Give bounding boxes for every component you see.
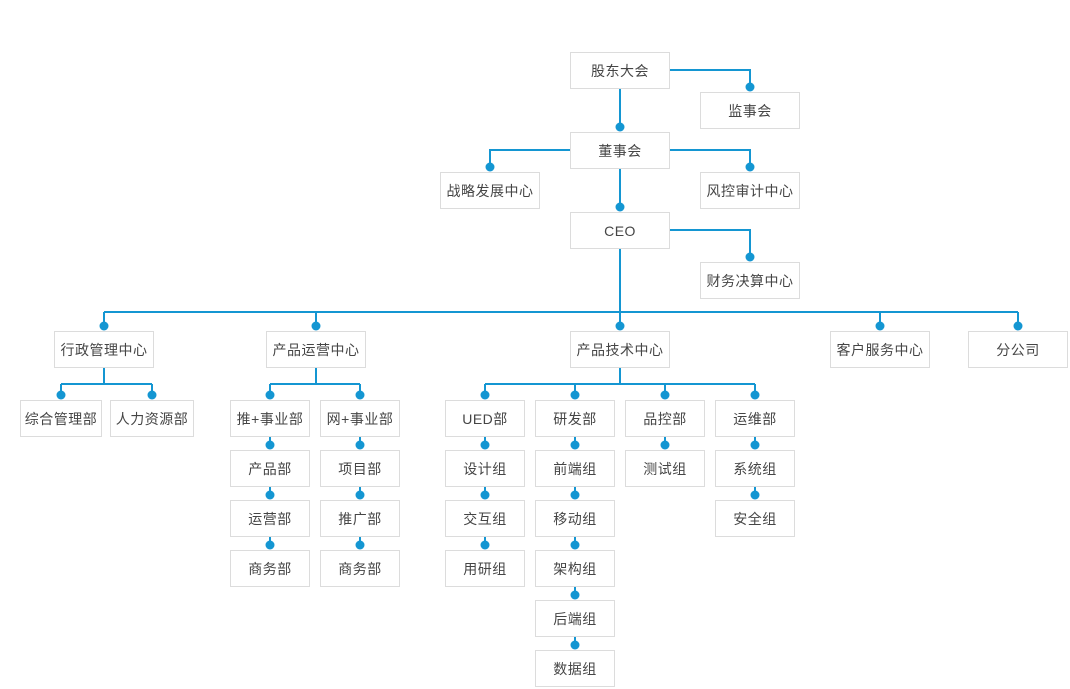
org-node-product-dept: 产品部 bbox=[230, 450, 310, 487]
org-node-supervisory-board: 监事会 bbox=[700, 92, 800, 129]
org-node-customer-service-center: 客户服务中心 bbox=[830, 331, 930, 368]
org-node-business-dept-1: 商务部 bbox=[230, 550, 310, 587]
org-node-wang-division: 网+事业部 bbox=[320, 400, 400, 437]
org-node-strategy-center: 战略发展中心 bbox=[440, 172, 540, 209]
org-node-shareholders-meeting: 股东大会 bbox=[570, 52, 670, 89]
org-node-tui-division: 推+事业部 bbox=[230, 400, 310, 437]
org-node-admin-center: 行政管理中心 bbox=[54, 331, 154, 368]
org-node-product-ops-center: 产品运营中心 bbox=[266, 331, 366, 368]
org-node-ued-dept: UED部 bbox=[445, 400, 525, 437]
org-node-promotion-dept: 推广部 bbox=[320, 500, 400, 537]
org-node-qc-dept: 品控部 bbox=[625, 400, 705, 437]
org-node-security-team: 安全组 bbox=[715, 500, 795, 537]
org-node-product-tech-center: 产品技术中心 bbox=[570, 331, 670, 368]
org-node-risk-audit-center: 风控审计中心 bbox=[700, 172, 800, 209]
org-node-architecture-team: 架构组 bbox=[535, 550, 615, 587]
org-node-finance-center: 财务决算中心 bbox=[700, 262, 800, 299]
org-node-backend-team: 后端组 bbox=[535, 600, 615, 637]
org-node-user-research-team: 用研组 bbox=[445, 550, 525, 587]
org-node-data-team: 数据组 bbox=[535, 650, 615, 687]
org-node-general-admin-dept: 综合管理部 bbox=[20, 400, 102, 437]
org-node-branch-company: 分公司 bbox=[968, 331, 1068, 368]
org-node-interaction-team: 交互组 bbox=[445, 500, 525, 537]
org-node-board-of-directors: 董事会 bbox=[570, 132, 670, 169]
org-node-business-dept-2: 商务部 bbox=[320, 550, 400, 587]
org-node-design-team: 设计组 bbox=[445, 450, 525, 487]
org-node-mobile-team: 移动组 bbox=[535, 500, 615, 537]
org-node-hr-dept: 人力资源部 bbox=[110, 400, 194, 437]
org-node-test-team: 测试组 bbox=[625, 450, 705, 487]
org-node-frontend-team: 前端组 bbox=[535, 450, 615, 487]
org-node-ceo: CEO bbox=[570, 212, 670, 249]
org-node-operation-dept: 运营部 bbox=[230, 500, 310, 537]
org-node-system-team: 系统组 bbox=[715, 450, 795, 487]
org-node-rd-dept: 研发部 bbox=[535, 400, 615, 437]
org-node-project-dept: 项目部 bbox=[320, 450, 400, 487]
org-node-om-dept: 运维部 bbox=[715, 400, 795, 437]
